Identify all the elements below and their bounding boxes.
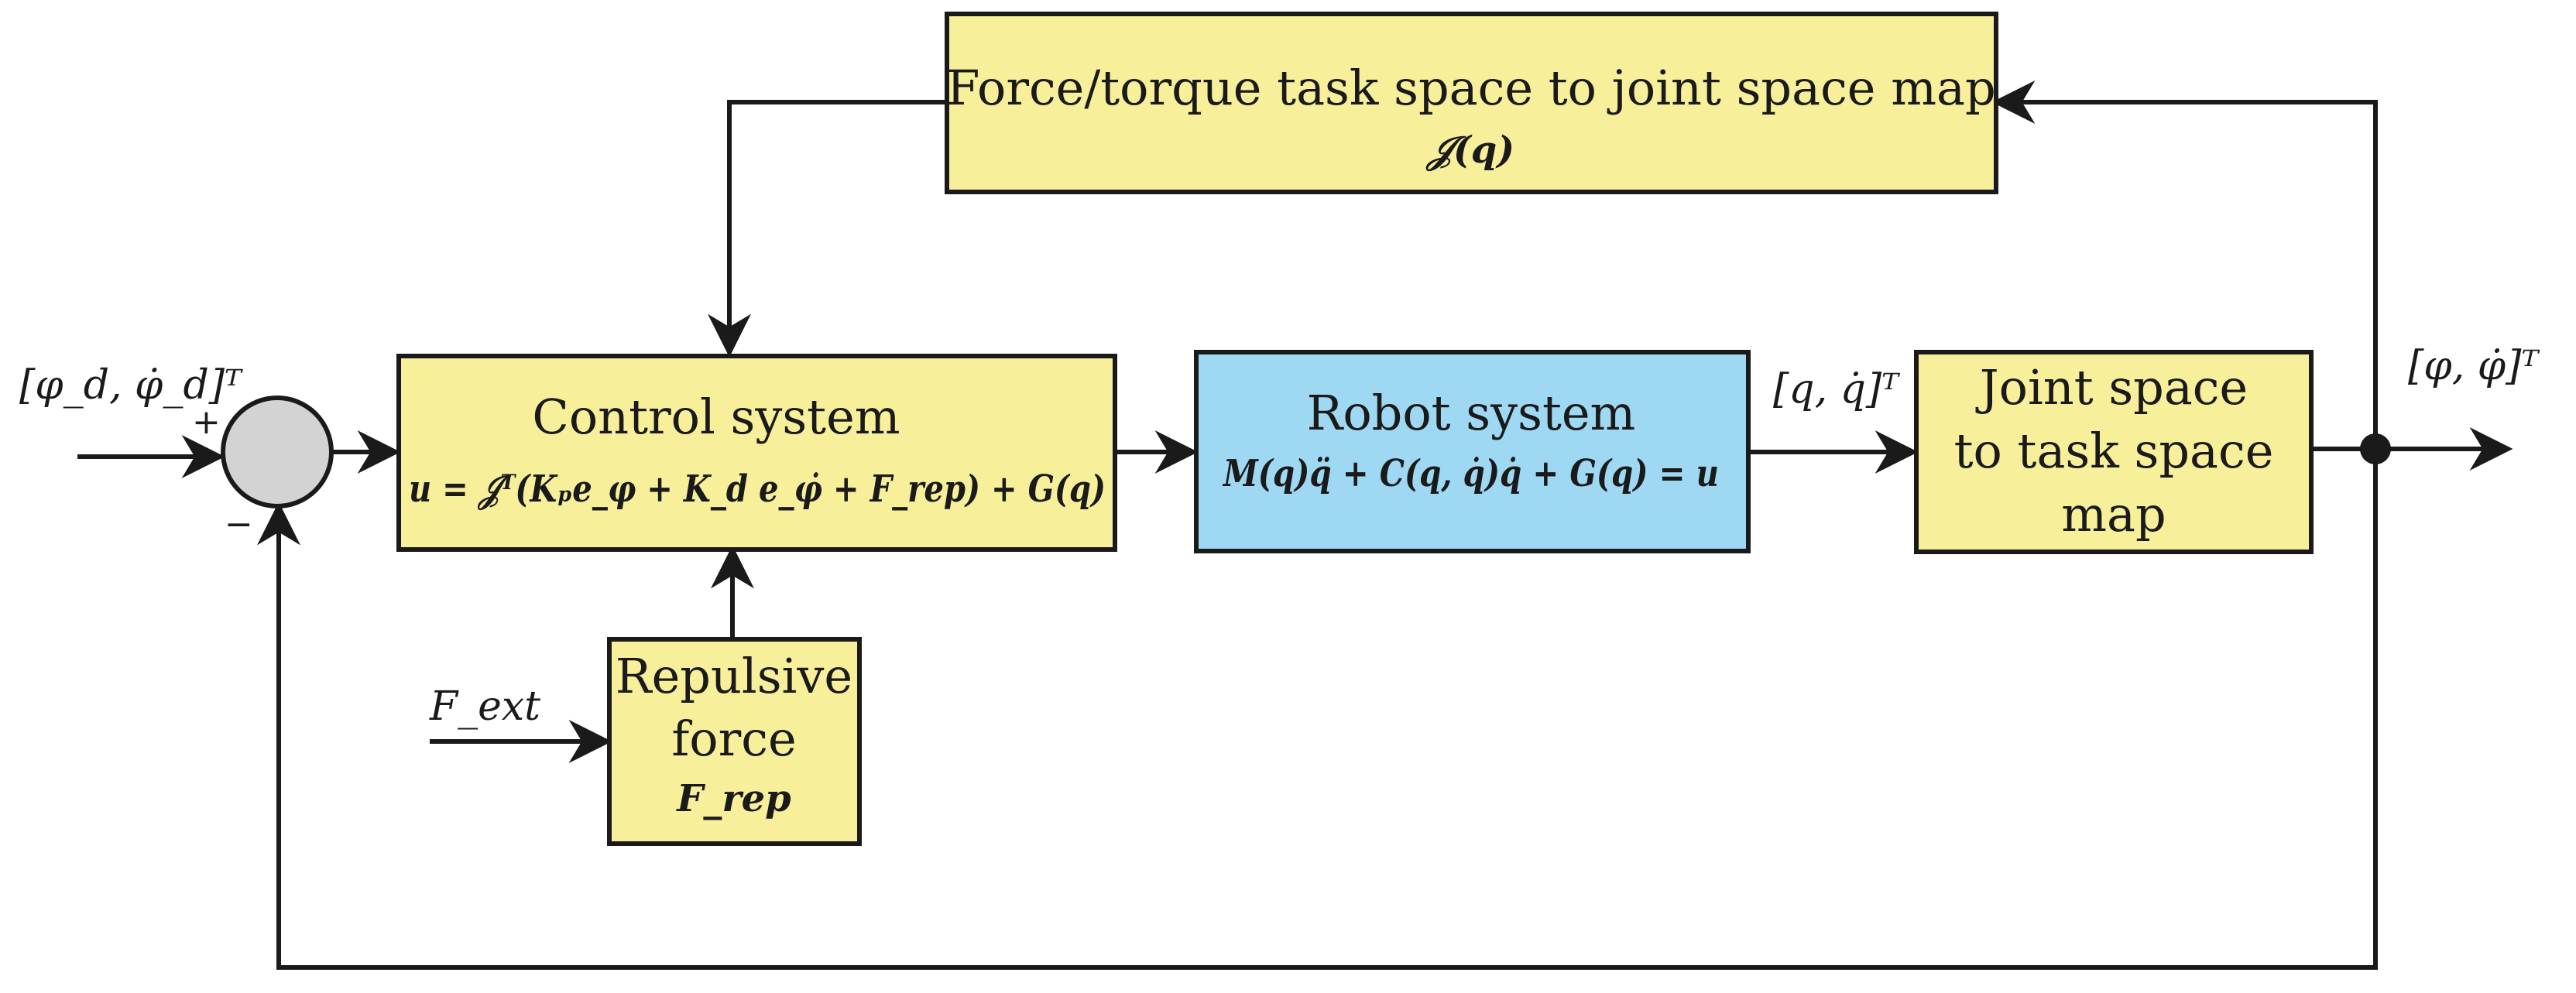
external-force-label: F_ext bbox=[429, 683, 540, 730]
repulsive-formula: F_rep bbox=[675, 777, 791, 820]
control-system-block: Control system u = 𝒥ᵀ(Kₚe_φ + K_d e_φ̇ +… bbox=[396, 354, 1117, 552]
forcemap-to-control-wire bbox=[708, 100, 947, 358]
robot-dynamics-formula: M(q)q̈ + C(q, q̇)q̇ + G(q) = u bbox=[1222, 452, 1719, 495]
branch-node bbox=[2360, 433, 2391, 464]
reference-input-label: [φ_d, φ̇_d]ᵀ bbox=[19, 362, 243, 409]
joint-state-label: [q, q̇]ᵀ bbox=[1773, 366, 1900, 413]
repulsive-line-2: force bbox=[671, 711, 796, 767]
joint-map-line-1: Joint space bbox=[1975, 359, 2248, 416]
task-output-label: [φ, φ̇]ᵀ bbox=[2408, 343, 2540, 389]
minus-sign: − bbox=[225, 505, 253, 544]
control-law-formula: u = 𝒥ᵀ(Kₚe_φ + K_d e_φ̇ + F_rep) + G(q) bbox=[409, 467, 1106, 511]
control-system-title: Control system bbox=[532, 389, 900, 445]
force-map-title: Force/torque task space to joint space m… bbox=[946, 60, 1995, 116]
repulsive-line-1: Repulsive bbox=[616, 648, 852, 704]
joint-map-line-2: to task space bbox=[1954, 423, 2274, 479]
joint-to-task-map-block: Joint space to task space map bbox=[1914, 350, 2314, 554]
robot-system-title: Robot system bbox=[1307, 385, 1636, 441]
robot-system-block: Robot system M(q)q̈ + C(q, q̇)q̇ + G(q) … bbox=[1194, 350, 1751, 553]
lower-feedback-wire bbox=[257, 449, 2378, 970]
joint-map-line-3: map bbox=[2061, 486, 2166, 543]
plus-sign: + bbox=[192, 402, 221, 442]
force-map-formula: 𝒥(q) bbox=[1425, 128, 1514, 172]
force-torque-map-block: Force/torque task space to joint space m… bbox=[945, 12, 1998, 194]
summing-junction bbox=[221, 395, 334, 508]
upper-feedback-wire bbox=[1991, 80, 2378, 449]
repulsive-force-block: Repulsive force F_rep bbox=[607, 637, 862, 846]
